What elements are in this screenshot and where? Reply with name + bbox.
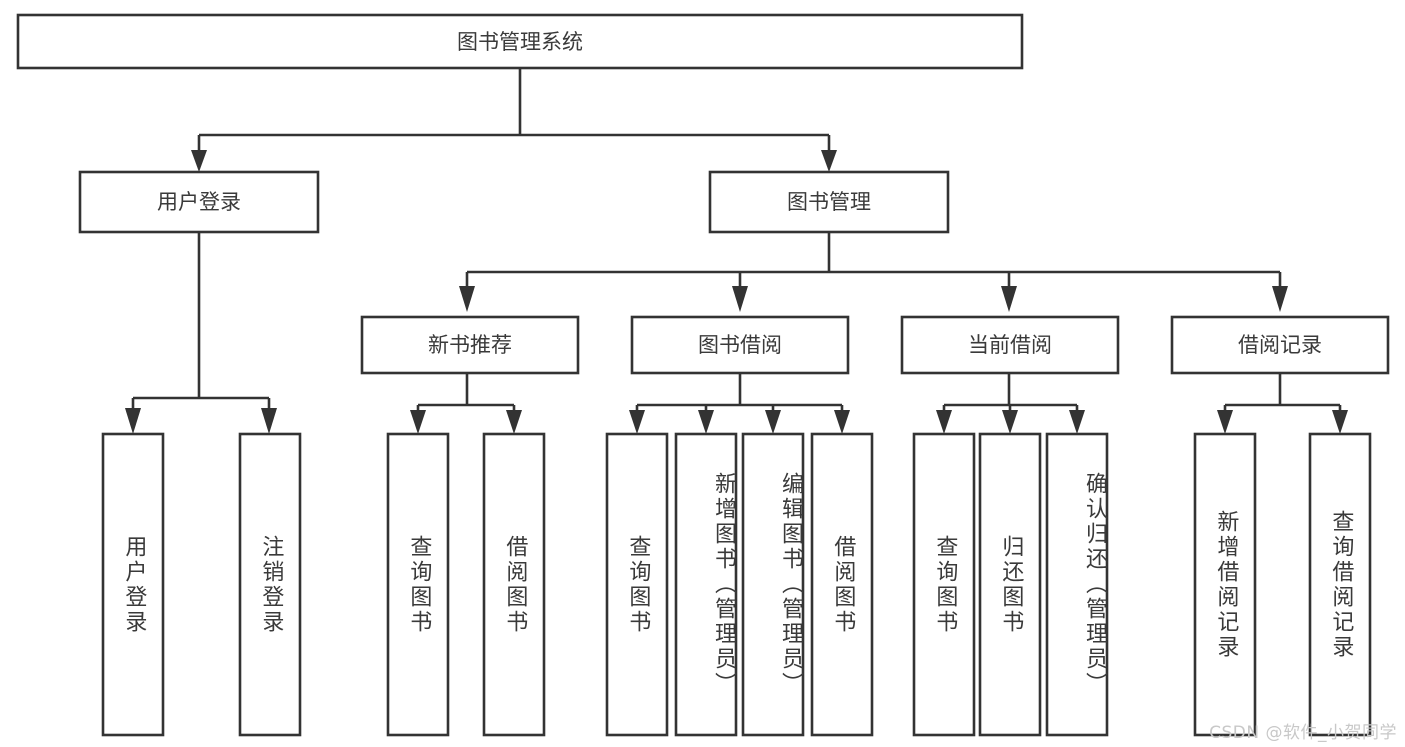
node-root[interactable]: 图书管理系统 (16, 13, 1024, 70)
node-leaf-borrow-edit-box[interactable] (741, 432, 805, 737)
arrow-head-leaf-rec-search (1332, 410, 1348, 434)
node-leaf-user-logout[interactable] (238, 432, 302, 737)
node-book-borrow[interactable]: 图书借阅 (630, 315, 850, 375)
arrow-head-leaf-borrow-lend (834, 410, 850, 434)
arrow-head-leaf-cur-query (936, 410, 952, 434)
node-root-box[interactable] (16, 13, 1024, 70)
arrow-head-book-manage (821, 150, 837, 172)
node-new-book-rec[interactable]: 新书推荐 (360, 315, 580, 375)
arrow-head-leaf-borrow-add (698, 410, 714, 434)
node-book-manage[interactable]: 图书管理 (708, 170, 950, 234)
connector-layer (125, 68, 1348, 434)
arrow-head-current-borrow (1001, 286, 1017, 312)
node-leaf-cur-query[interactable] (912, 432, 976, 737)
arrow-head-new-book-rec (459, 286, 475, 312)
node-borrow-record-box[interactable] (1170, 315, 1390, 375)
arrow-head-leaf-rec-borrow (506, 410, 522, 434)
node-leaf-rec-query-box[interactable] (386, 432, 450, 737)
node-leaf-user-logout-box[interactable] (238, 432, 302, 737)
node-book-manage-box[interactable] (708, 170, 950, 234)
node-book-borrow-label: 图书借阅 (698, 333, 782, 357)
node-current-borrow[interactable]: 当前借阅 (900, 315, 1120, 375)
node-leaf-borrow-lend-box[interactable] (810, 432, 874, 737)
arrow-head-leaf-rec-add (1217, 410, 1233, 434)
node-new-book-rec-label: 新书推荐 (428, 333, 512, 357)
arrow-head-user-login (191, 150, 207, 172)
node-leaf-cur-return[interactable] (978, 432, 1042, 737)
node-leaf-cur-return-box[interactable] (978, 432, 1042, 737)
node-leaf-rec-add[interactable] (1193, 432, 1257, 737)
node-leaf-user-login-box[interactable] (101, 432, 165, 737)
node-leaf-rec-search-box[interactable] (1308, 432, 1372, 737)
node-leaf-rec-search[interactable] (1308, 432, 1372, 737)
node-leaf-rec-query[interactable] (386, 432, 450, 737)
node-borrow-record-label: 借阅记录 (1238, 333, 1322, 357)
node-leaf-borrow-lend[interactable] (810, 432, 874, 737)
node-book-manage-label: 图书管理 (787, 190, 871, 214)
node-root-label: 图书管理系统 (457, 30, 583, 54)
node-user-login-box[interactable] (78, 170, 320, 234)
arrow-head-leaf-user-login (125, 408, 141, 434)
node-leaf-rec-borrow-box[interactable] (482, 432, 546, 737)
node-current-borrow-box[interactable] (900, 315, 1120, 375)
node-user-login[interactable]: 用户登录 (78, 170, 320, 234)
node-leaf-rec-borrow[interactable] (482, 432, 546, 737)
node-user-login-label: 用户登录 (157, 190, 241, 214)
node-new-book-rec-box[interactable] (360, 315, 580, 375)
node-leaf-borrow-add-box[interactable] (674, 432, 738, 737)
node-current-borrow-label: 当前借阅 (968, 333, 1052, 357)
node-leaf-borrow-query-box[interactable] (605, 432, 669, 737)
node-leaf-borrow-add[interactable] (674, 432, 738, 737)
node-leaf-cur-confirm[interactable] (1045, 432, 1109, 737)
arrow-head-leaf-rec-query (410, 410, 426, 434)
arrow-head-leaf-cur-confirm (1069, 410, 1085, 434)
arrow-head-borrow-record (1272, 286, 1288, 312)
node-leaf-borrow-edit[interactable] (741, 432, 805, 737)
node-leaf-borrow-query[interactable] (605, 432, 669, 737)
arrow-head-leaf-borrow-edit (765, 410, 781, 434)
node-leaf-cur-query-box[interactable] (912, 432, 976, 737)
node-leaf-rec-add-box[interactable] (1193, 432, 1257, 737)
watermark-text: CSDN @软件_小贺同学 (1209, 723, 1397, 743)
arrow-head-leaf-cur-return (1002, 410, 1018, 434)
arrow-head-book-borrow (732, 286, 748, 312)
node-leaf-cur-confirm-box[interactable] (1045, 432, 1109, 737)
arrow-head-leaf-borrow-query (629, 410, 645, 434)
node-book-borrow-box[interactable] (630, 315, 850, 375)
node-leaf-user-login[interactable] (101, 432, 165, 737)
arrow-head-leaf-user-logout (261, 408, 277, 434)
node-borrow-record[interactable]: 借阅记录 (1170, 315, 1390, 375)
